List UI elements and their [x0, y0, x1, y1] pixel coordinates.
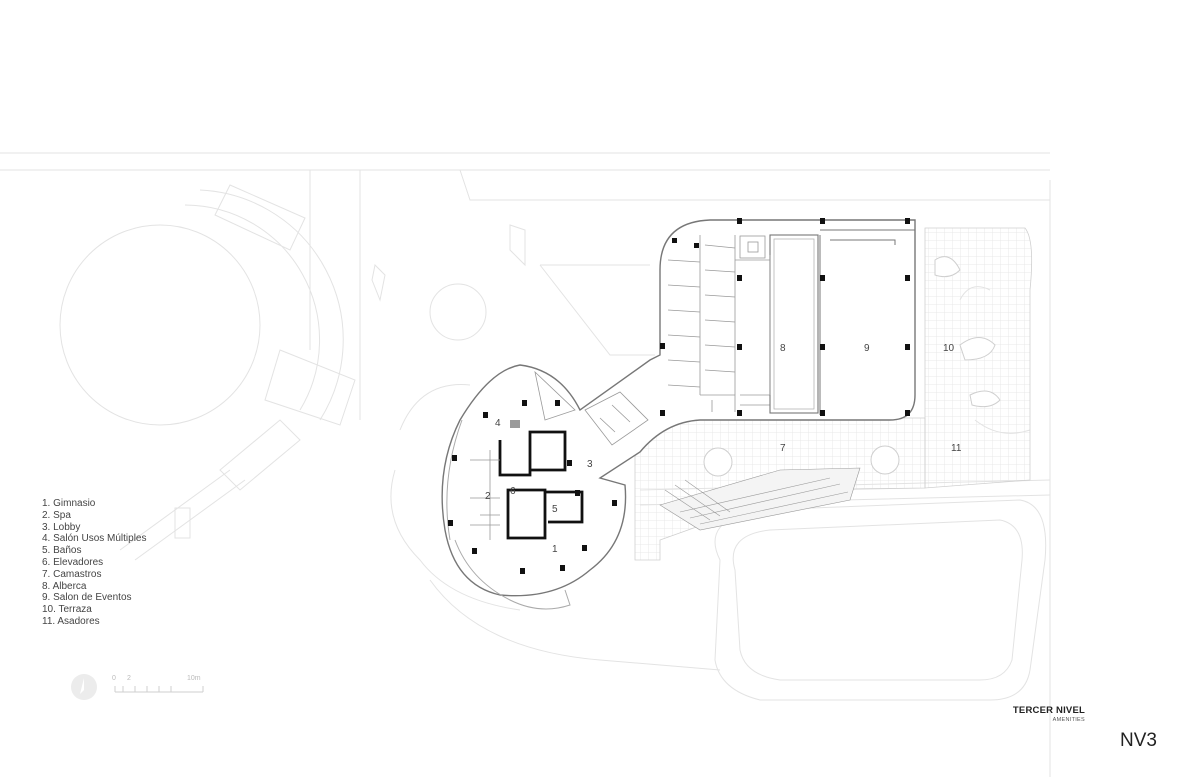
building-outline [441, 219, 916, 597]
room-label-10: 10 [943, 343, 955, 354]
scale-bar [114, 686, 204, 693]
ramp [659, 467, 861, 531]
legend-item: 6. Elevadores [42, 556, 104, 568]
legend-item: 11. Asadores [42, 615, 100, 627]
north-arrow-icon [71, 674, 97, 700]
legend-item: 9. Salon de Eventos [42, 592, 132, 604]
legend: 1. Gimnasio 2. Spa 3. Lobby 4. Salón Uso… [42, 498, 147, 628]
room-label-4: 4 [495, 418, 501, 429]
sheet-title: TERCER NIVEL [1012, 705, 1085, 716]
sheet-subtitle: AMENITIES [1052, 717, 1085, 723]
legend-item: 8. Alberca [42, 580, 87, 592]
legend-item: 3. Lobby [42, 521, 81, 533]
legend-item: 2. Spa [42, 509, 71, 521]
room-label-6: 6 [510, 486, 516, 497]
pool [769, 234, 819, 414]
room-label-1: 1 [552, 544, 558, 555]
room-label-9: 9 [864, 343, 870, 354]
room-labels: 1 2 3 4 5 6 7 8 9 10 11 [485, 343, 962, 555]
title-block: TERCER NIVEL AMENITIES [1013, 705, 1085, 723]
room-label-8: 8 [780, 343, 786, 354]
room-label-7: 7 [780, 443, 786, 454]
scale-label-zero: 0 [112, 675, 116, 682]
legend-item: 10. Terraza [42, 604, 92, 616]
room-label-11: 11 [951, 443, 962, 454]
legend-item: 5. Baños [42, 545, 82, 557]
parking [667, 235, 770, 412]
legend-item: 4. Salón Usos Múltiples [42, 533, 147, 545]
columns [448, 218, 910, 574]
scale-label-ten: 10m [187, 675, 201, 682]
tower-interior [470, 370, 649, 540]
event-hall [819, 229, 915, 415]
legend-item: 7. Camastros [42, 568, 102, 580]
legend-item: 1. Gimnasio [42, 498, 96, 509]
balcony [446, 419, 571, 610]
room-label-5: 5 [552, 504, 558, 515]
room-label-3: 3 [587, 459, 593, 470]
scale-label-two: 2 [127, 675, 131, 682]
room-label-2: 2 [485, 491, 491, 502]
sheet-code: NV3 [1120, 730, 1157, 751]
